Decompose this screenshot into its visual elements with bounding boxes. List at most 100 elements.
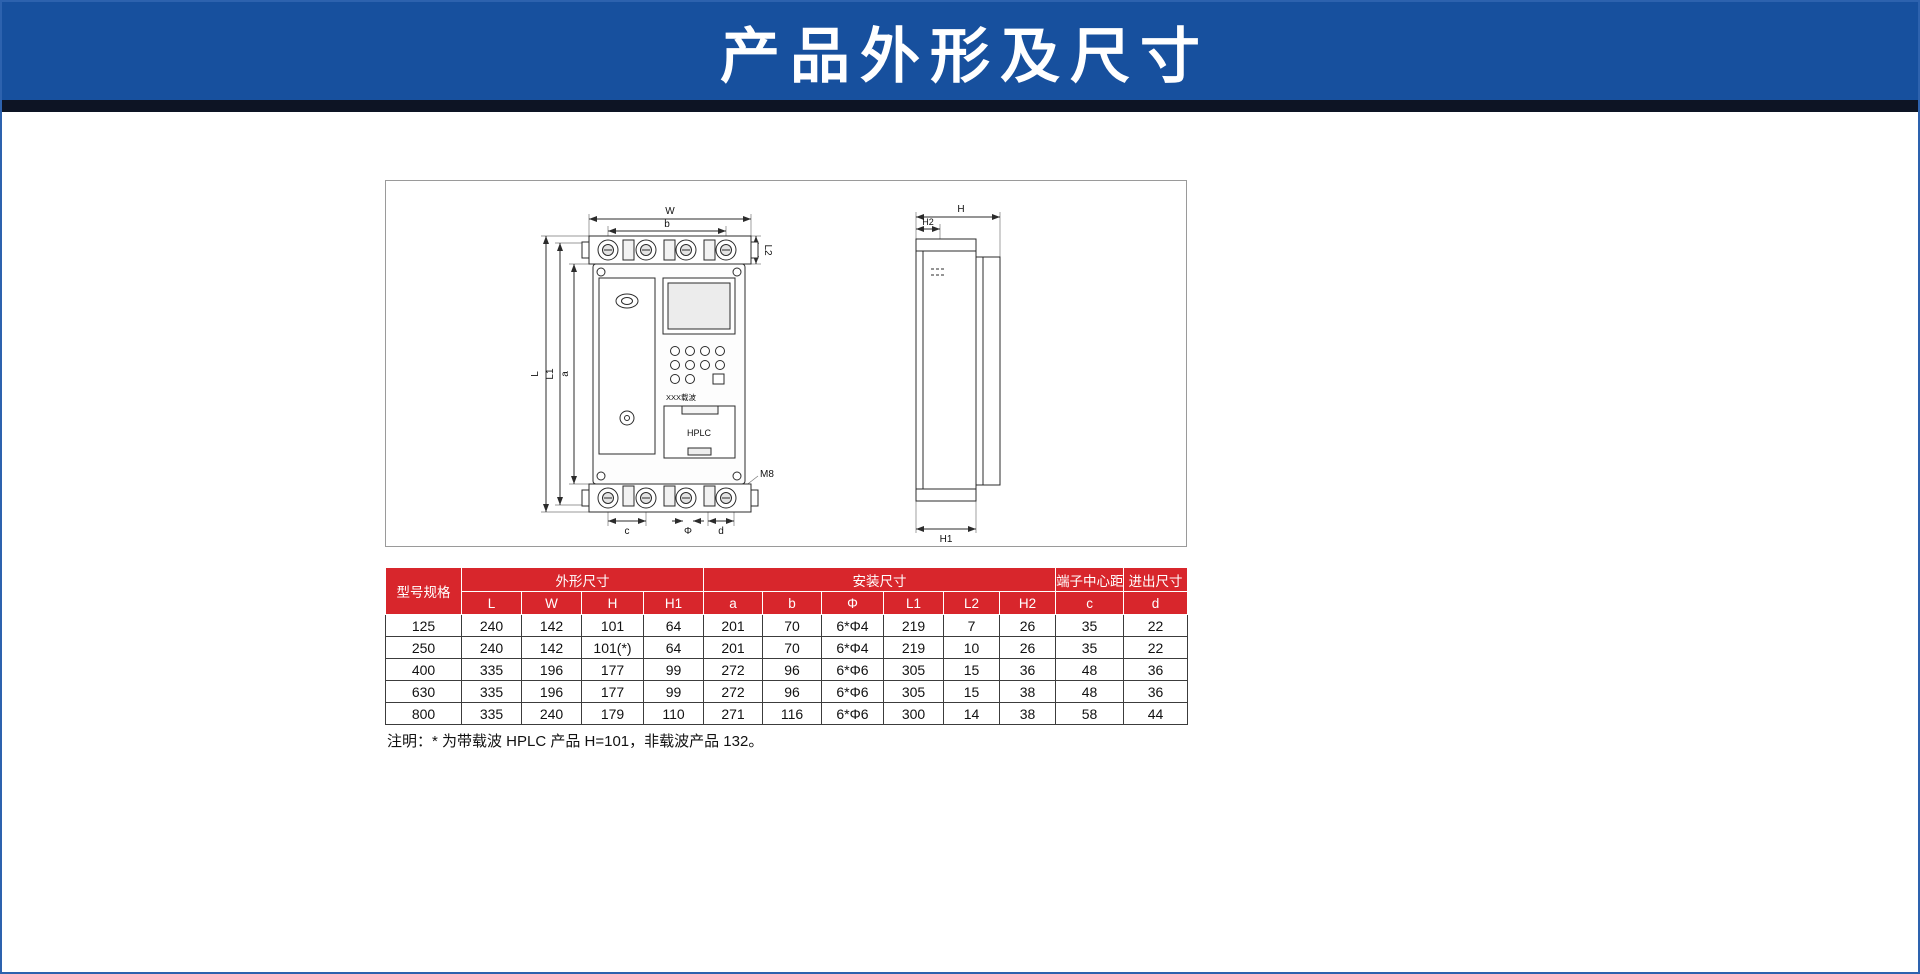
column-header: H2 [998,591,1057,615]
value-cell: 10 [943,636,1000,659]
table-group-row: 型号规格 外形尺寸 安装尺寸 端子中心距 进出尺寸 [385,567,1189,615]
group-header-inout: 进出尺寸 [1123,567,1189,592]
value-cell: 35 [1055,636,1125,659]
value-cell: 44 [1123,702,1189,725]
value-cell: 96 [762,658,822,681]
device-carrier-label: XXX载波 [666,392,697,402]
dim-label-l: L [530,371,541,377]
group-header-model: 型号规格 [385,567,462,615]
dim-label-a: a [560,371,571,377]
column-header: Φ [821,591,884,615]
value-cell: 99 [643,680,704,703]
value-cell: 64 [643,614,704,637]
model-cell: 125 [385,614,462,637]
dim-label-m8: M8 [760,469,774,480]
value-cell: 201 [703,614,763,637]
value-cell: 26 [998,636,1057,659]
dim-label-w: W [665,206,675,217]
value-cell: 22 [1123,636,1189,659]
value-cell: 70 [762,614,822,637]
value-cell: 300 [883,702,944,725]
value-cell: 116 [762,702,822,725]
dim-label-phi: Φ [684,526,692,537]
value-cell: 6*Φ6 [821,680,884,703]
value-cell: 70 [762,636,822,659]
value-cell: 14 [943,702,1000,725]
value-cell: 101(*) [581,636,644,659]
page-title: 产品外形及尺寸 [720,22,1210,90]
column-header: c [1055,591,1125,615]
value-cell: 110 [643,702,704,725]
value-cell: 196 [521,680,582,703]
dim-label-c: c [625,526,630,537]
column-header: L1 [883,591,944,615]
value-cell: 36 [1123,680,1189,703]
page-banner: 产品外形及尺寸 [2,2,1918,100]
column-header: d [1123,591,1189,615]
dim-label-h: H [957,204,964,215]
value-cell: 99 [643,658,704,681]
value-cell: 240 [461,636,522,659]
value-cell: 219 [883,636,944,659]
column-header: a [703,591,763,615]
table-note: 注明：* 为带载波 HPLC 产品 H=101，非载波产品 132。 [387,733,764,750]
group-header-terminal: 端子中心距 [1055,567,1125,592]
model-cell: 250 [385,636,462,659]
value-cell: 36 [998,658,1057,681]
value-cell: 196 [521,658,582,681]
dim-label-h2: H2 [922,217,934,227]
column-header: W [521,591,582,615]
dimension-drawing: W b L2 L L1 a c Φ d M8 XXX载波 HPLC [530,204,1001,545]
value-cell: 15 [943,658,1000,681]
value-cell: 335 [461,680,522,703]
column-header: H [581,591,644,615]
column-header: L2 [943,591,1000,615]
value-cell: 240 [461,614,522,637]
front-view: W b L2 L L1 a c Φ d M8 XXX载波 HPLC [530,206,774,537]
value-cell: 305 [883,658,944,681]
value-cell: 6*Φ4 [821,636,884,659]
value-cell: 26 [998,614,1057,637]
dim-label-d: d [718,526,724,537]
value-cell: 7 [943,614,1000,637]
value-cell: 335 [461,658,522,681]
dim-label-l1: L1 [545,368,556,380]
column-header: H1 [643,591,704,615]
value-cell: 15 [943,680,1000,703]
dim-label-b: b [664,219,670,230]
value-cell: 142 [521,614,582,637]
banner-strip [2,100,1918,112]
value-cell: 58 [1055,702,1125,725]
group-header-outline: 外形尺寸 [461,567,704,592]
value-cell: 240 [521,702,582,725]
model-cell: 800 [385,702,462,725]
value-cell: 64 [643,636,704,659]
dimension-diagram: W b L2 L L1 a c Φ d M8 XXX载波 HPLC [385,180,1187,547]
column-header: L [461,591,522,615]
value-cell: 48 [1055,680,1125,703]
side-view: H H2 H1 [915,204,1001,545]
value-cell: 6*Φ6 [821,702,884,725]
value-cell: 177 [581,680,644,703]
device-module-label: HPLC [687,428,712,438]
value-cell: 38 [998,680,1057,703]
value-cell: 272 [703,680,763,703]
value-cell: 201 [703,636,763,659]
value-cell: 179 [581,702,644,725]
value-cell: 48 [1055,658,1125,681]
value-cell: 272 [703,658,763,681]
value-cell: 6*Φ4 [821,614,884,637]
value-cell: 35 [1055,614,1125,637]
value-cell: 142 [521,636,582,659]
model-cell: 630 [385,680,462,703]
